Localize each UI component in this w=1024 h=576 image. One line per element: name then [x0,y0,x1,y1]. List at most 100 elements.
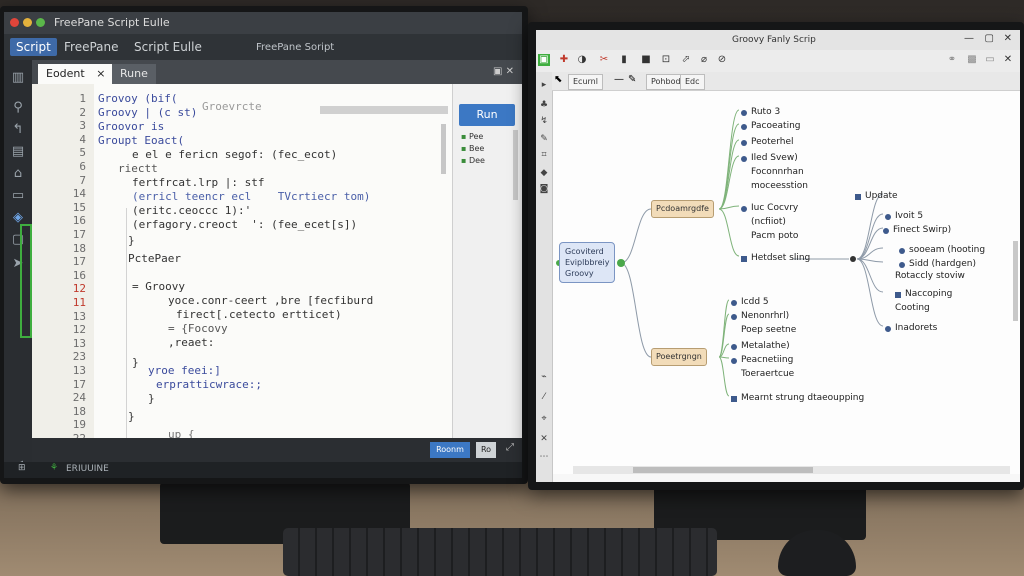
tool-shape-icon[interactable]: ◆ [540,168,548,178]
minimize-dot[interactable] [23,18,32,27]
shield-icon[interactable]: ◈ [13,210,23,225]
code-line[interactable]: Groovy | (c st) [98,106,198,119]
link-icon[interactable]: ⚭ [947,54,957,65]
pointer-icon[interactable]: ⬉ [554,74,563,85]
status-button[interactable]: Roonm [430,442,470,458]
pin-icon[interactable]: ▩ [967,54,977,65]
root-node[interactable]: Gcoviterd Eviplbbreiy Groovy [559,242,616,283]
files-icon[interactable]: ▥ [11,70,25,85]
cut-icon[interactable]: ✂ [599,54,609,65]
side-item-3[interactable]: ▪ Dee [461,156,485,165]
code-line[interactable]: } [148,392,155,405]
code-line[interactable]: } [132,356,139,369]
tool-flow-icon[interactable]: ↯ [540,116,548,126]
code-line[interactable]: firect[.cetecto ertticet) [176,308,342,321]
tab-pohbody[interactable]: Pohbody [646,74,691,90]
tool-mark-icon[interactable]: ⌗ [541,150,547,160]
tab-edc[interactable]: Edc [680,74,705,90]
line-number: 2 [79,105,86,119]
tool-cross-icon[interactable]: ✕ [540,434,548,444]
tool-grid-icon[interactable]: ⋯ [539,452,549,462]
checkbox-icon: ▪ [461,132,467,141]
code-line[interactable]: (erricl teencr ecl TVcrtiecr tom) [132,190,371,203]
tool-bucket-icon[interactable]: ◙ [539,184,549,194]
maximize-icon[interactable]: ▢ [984,33,994,44]
maximize-dot[interactable] [36,18,45,27]
code-line[interactable]: = {Focovy [168,322,228,335]
code-line[interactable]: yoce.conr-ceert ,bre [fecfiburd [168,294,374,307]
tab-actions-icon[interactable]: ▣ ✕ [492,66,514,77]
home-icon[interactable]: ⌂ [13,166,23,181]
code-line[interactable]: Groovor is [98,120,165,133]
tree-icon[interactable]: ⚘ [50,463,59,473]
canvas-hscroll[interactable] [573,466,1010,474]
expand-icon[interactable]: ⤢ [506,442,514,453]
redo-icon[interactable]: ⊘ [717,54,727,65]
run-button[interactable]: Run [459,104,515,126]
save-icon[interactable]: ▮ [621,54,627,65]
status-secondary[interactable]: Ro [476,442,496,458]
code-line[interactable]: erpratticwrace:; [156,378,262,391]
code-line[interactable]: PctePaer [128,252,181,265]
code-line[interactable]: e el e fericn segof: (fec_ecot) [132,148,338,161]
canvas-hscroll-thumb[interactable] [633,467,813,473]
side-item-2[interactable]: ▪ Bee [461,144,484,153]
close-icon[interactable]: ✕ [1003,33,1012,44]
side-item-1[interactable]: ▪ Pee [461,132,483,141]
tab-close-icon[interactable]: × [96,67,106,80]
stop-icon[interactable]: ■ [641,54,651,65]
menu-script-eulle[interactable]: Script Eulle [134,40,202,54]
menu-freepane[interactable]: FreePane [64,40,119,54]
undo-icon[interactable]: ⌀ [700,54,708,65]
tab-rune[interactable]: Rune [112,64,156,84]
tool-select-icon[interactable]: ▸ [541,80,547,90]
code-line[interactable]: Grovoy (bif( [98,92,178,105]
search-icon[interactable]: ⚲ [13,100,23,115]
code-line[interactable]: yroe feei:] [148,364,221,377]
code-line[interactable]: ,reaet: [168,336,215,349]
status-bar: Roonm Ro ⤢ [32,438,522,462]
minimap-scrollbar[interactable] [320,106,448,114]
grid-icon[interactable]: ⊞ [18,463,26,473]
code-line[interactable]: (erfagory.creoct ': (fee_ecet[s]) [132,218,358,231]
branch-top-node[interactable]: Pcdoamrgdfe [651,200,714,218]
line-number: 17 [72,255,86,269]
tab-eodent[interactable]: Eodent × [38,64,114,84]
tool-line-icon[interactable]: ⁄ [543,392,545,402]
tool-plug-icon[interactable]: ⌁ [541,372,547,382]
close-panel-icon[interactable]: ✕ [1003,54,1013,65]
tab-ecurnl[interactable]: Ecurnl [568,74,603,90]
hub-dot [850,256,856,262]
zoom-icon[interactable]: ⊡ [661,54,671,65]
vertical-scrollbar[interactable] [441,124,446,174]
code-line[interactable]: = Groovy [132,280,185,293]
new-icon[interactable]: ✚ [559,54,569,65]
canvas-vscroll[interactable] [1013,241,1018,321]
pen-icon[interactable]: ✎ [628,74,637,85]
open-icon[interactable]: ◑ [577,54,587,65]
branch-bottom-node[interactable]: Poeetrgngn [651,348,707,366]
code-line[interactable]: up { [168,428,195,441]
code-line[interactable]: Groupt Eoact( [98,134,185,147]
minus-icon[interactable]: — [614,74,624,85]
code-line[interactable]: (eritc.ceoccc 1):' [132,204,252,217]
minimize-icon[interactable]: — [964,33,974,44]
frame-icon[interactable]: ▭ [985,54,995,65]
code-line[interactable]: fertfrcat.lrp |: stf [132,176,265,189]
tool-pencil-icon[interactable]: ✎ [540,134,548,144]
close-dot[interactable] [10,18,19,27]
arrow-icon[interactable]: ⬀ [681,54,691,65]
mindmap-canvas[interactable]: Gcoviterd Eviplbbreiy Groovy Pcdoamrgdfe… [553,91,1020,474]
tool-tag-icon[interactable]: ⌖ [541,414,547,424]
side-scrollbar[interactable] [513,130,518,200]
code-line[interactable]: } [128,234,135,247]
document-icon[interactable]: ▤ [11,144,25,159]
tool-leaf-icon[interactable]: ♣ [539,100,549,110]
menu-script[interactable]: Script [10,38,57,56]
git-icon[interactable]: ↰ [12,122,24,137]
code-line[interactable]: riectt [118,162,158,175]
monitor-icon[interactable]: ▭ [11,188,25,203]
send-icon[interactable]: ➤ [12,256,24,271]
code-line[interactable]: } [128,410,135,423]
